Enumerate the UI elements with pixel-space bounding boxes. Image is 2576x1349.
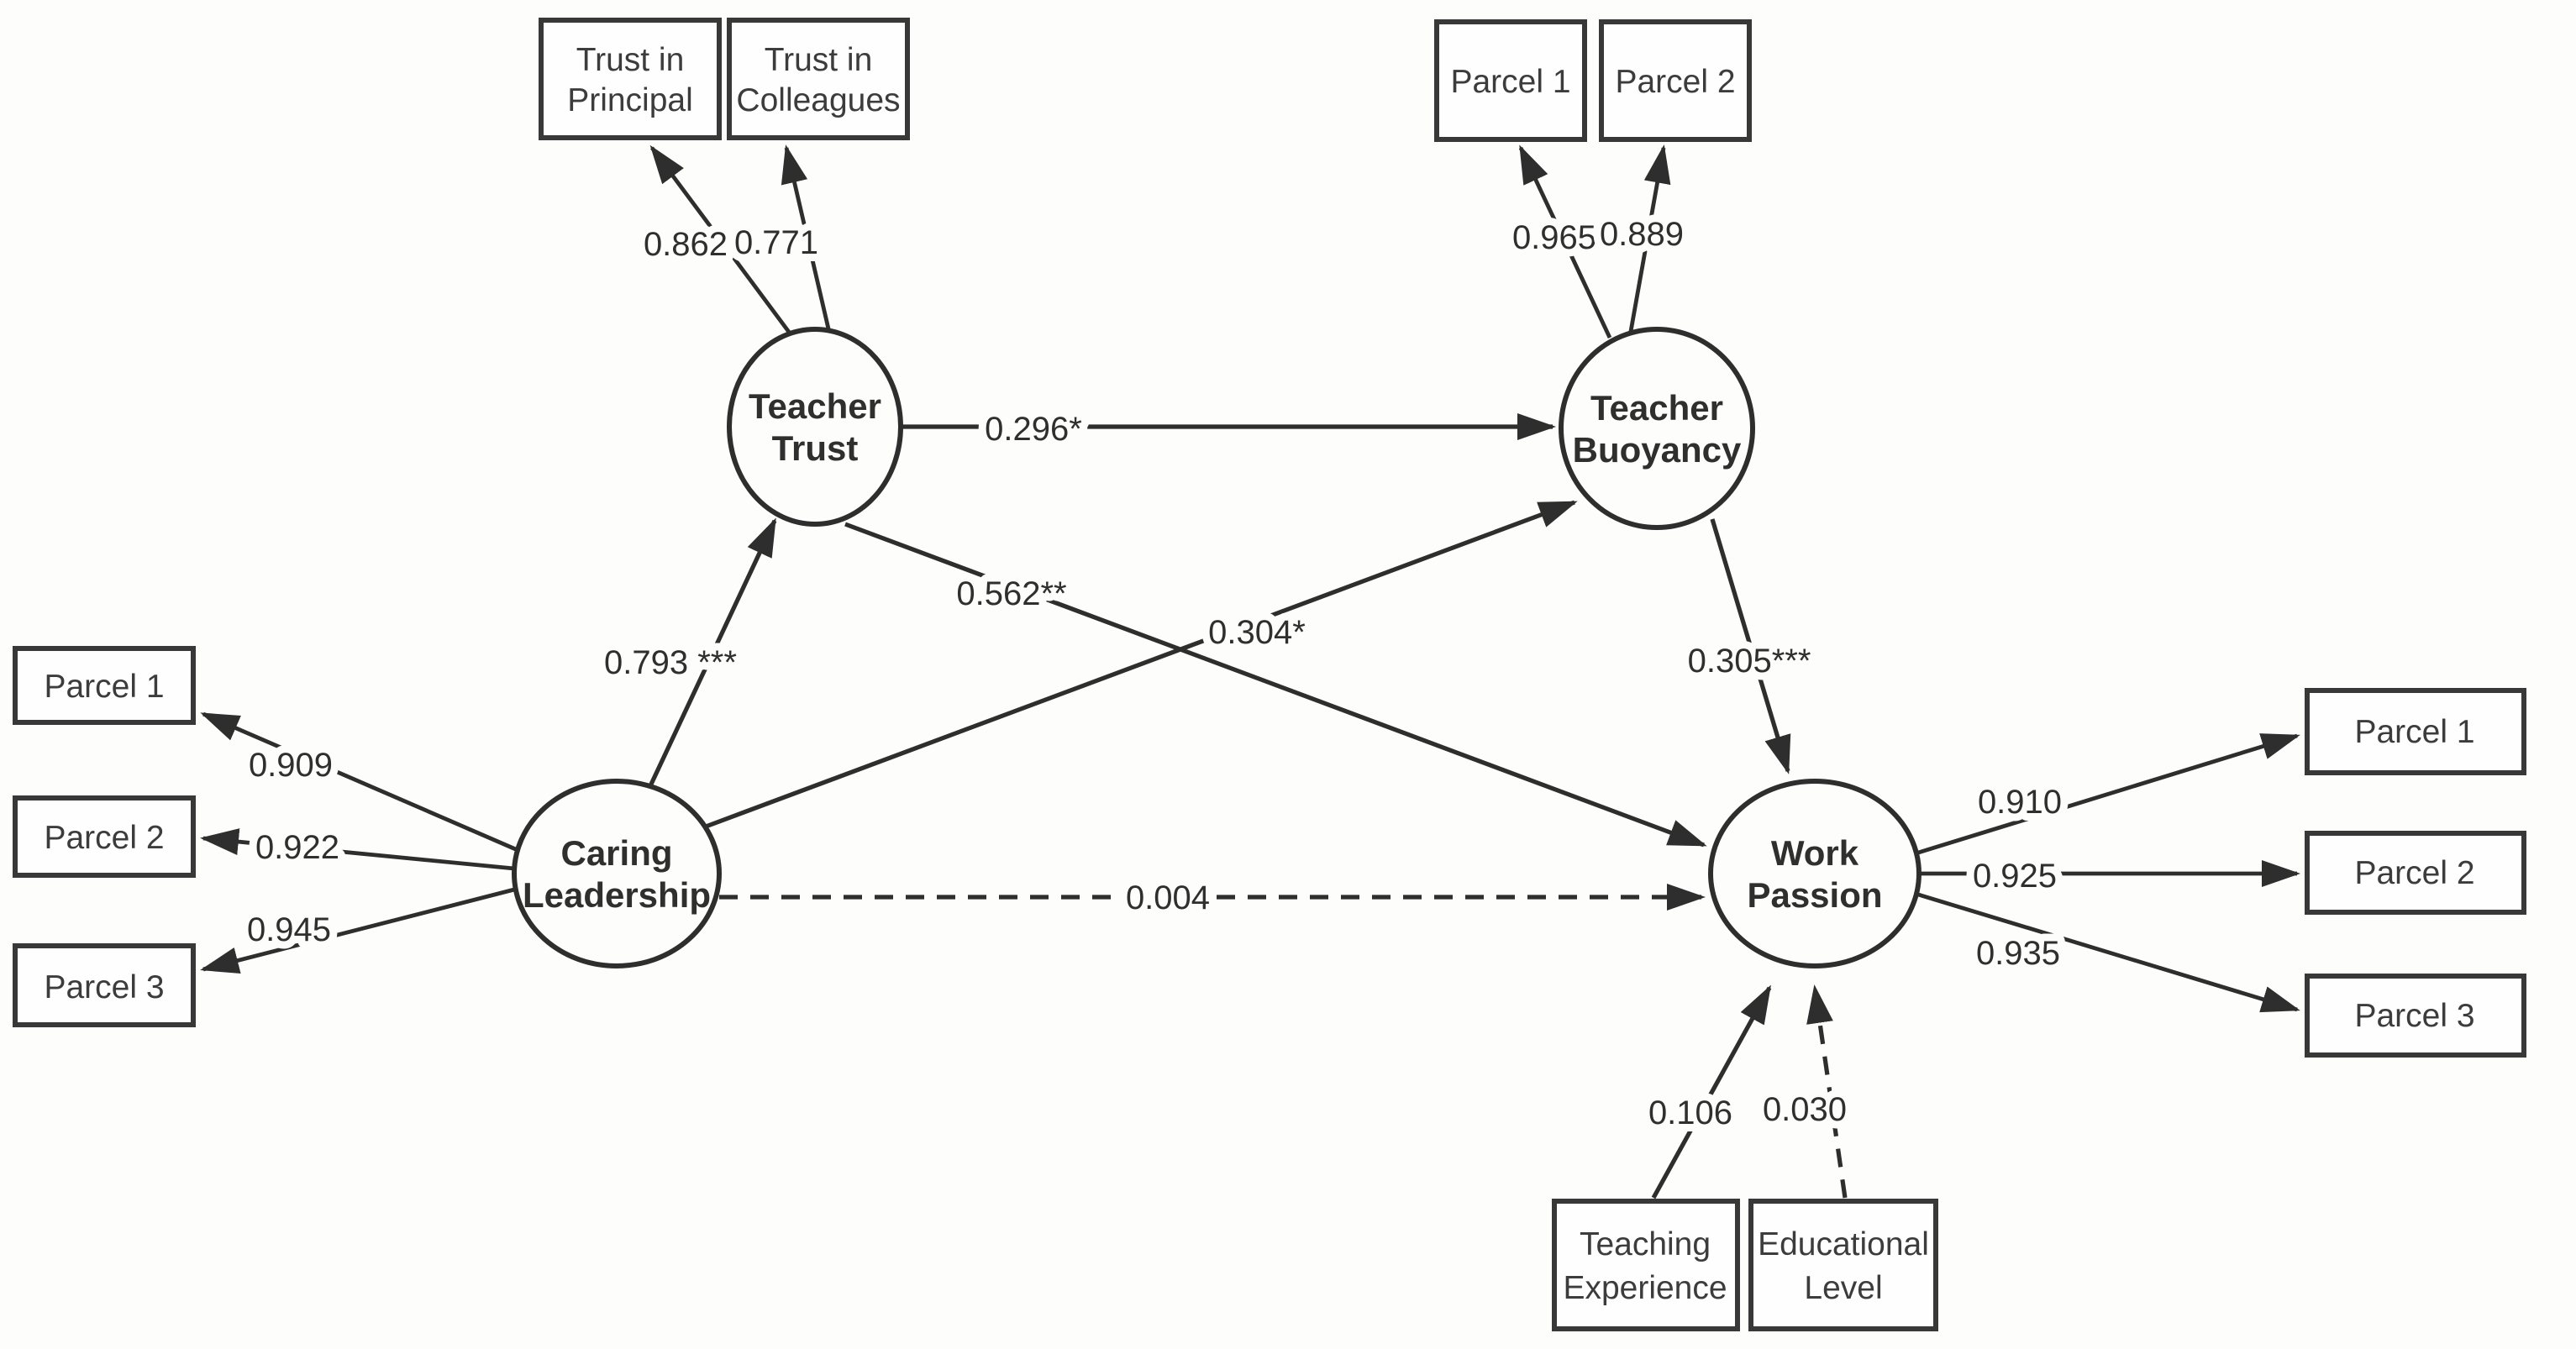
- arrow-caring-leadership-to-teacher-buoyancy: [705, 500, 1578, 829]
- latent-teacher-trust-label-line2: Trust: [772, 428, 859, 468]
- arrow-teaching-experience-to-work-passion: [1651, 984, 1772, 1199]
- observed-wp-parcel3: [2305, 974, 2526, 1058]
- arrow-teacher-trust-to-work-passion: [844, 522, 1707, 848]
- observed-cl-parcel1-label: Parcel 1: [44, 669, 164, 705]
- arrow-educational-level-to-work-passion-dashed: [1806, 984, 1848, 1199]
- observed-teaching-experience-line2: Experience: [1563, 1270, 1727, 1306]
- structural-paths: [646, 413, 1848, 1199]
- latent-work-passion-label-line2: Passion: [1747, 875, 1882, 915]
- latent-teacher-trust-label-line1: Teacher: [749, 386, 881, 426]
- observed-cl-parcel2: [13, 795, 196, 878]
- path-value-tb-to-wp: 0.305***: [1688, 643, 1811, 680]
- observed-educational-level-line1: Educational: [1758, 1226, 1929, 1262]
- latent-variables: Teacher Trust Teacher Buoyancy Caring Le…: [512, 327, 1921, 968]
- loading-arrows: [200, 144, 2300, 1013]
- observed-cl-parcel2-label: Parcel 2: [44, 820, 164, 856]
- loading-arrow-tb-parcel2: [1627, 144, 1671, 337]
- observed-tb-parcel1: [1434, 19, 1587, 142]
- observed-teaching-experience: [1552, 1199, 1740, 1331]
- loading-arrow-tb-parcel1: [1518, 144, 1612, 339]
- loading-value-wp-parcel2: 0.925: [1973, 858, 2057, 895]
- observed-trust-in-colleagues-line2: Colleagues: [736, 82, 900, 118]
- loading-value-cl-parcel3: 0.945: [247, 911, 331, 948]
- path-labels: 0.296* 0.793 *** 0.562** 0.304* 0.305***…: [597, 403, 1854, 1139]
- observed-trust-in-principal-line2: Principal: [567, 82, 693, 118]
- loading-value-cl-parcel2: 0.922: [255, 829, 339, 866]
- latent-teacher-buoyancy-label-line1: Teacher: [1590, 388, 1723, 428]
- observed-trust-in-colleagues-line1: Trust in: [765, 42, 873, 78]
- observed-educational-level-line2: Level: [1804, 1270, 1882, 1306]
- observed-wp-parcel2-label: Parcel 2: [2354, 855, 2474, 891]
- latent-teacher-buoyancy: [1559, 327, 1755, 530]
- loading-arrow-cl-parcel3: [200, 886, 518, 974]
- observed-tb-parcel2: [1599, 19, 1752, 142]
- observed-tb-parcel2-label: Parcel 2: [1615, 64, 1735, 100]
- observed-wp-parcel2: [2305, 831, 2526, 915]
- observed-teaching-experience-line1: Teaching: [1580, 1226, 1711, 1262]
- loading-arrow-cl-parcel2: [200, 828, 515, 871]
- observed-trust-in-colleagues: [727, 18, 910, 140]
- loading-value-wp-parcel1: 0.910: [1978, 784, 2062, 821]
- loading-labels: 0.862 0.771 0.965 0.889 0.909 0.922 0.94…: [239, 208, 2069, 979]
- latent-teacher-buoyancy-label-line2: Buoyancy: [1573, 430, 1742, 470]
- loading-value-trust-in-principal: 0.862: [644, 226, 728, 263]
- observed-trust-in-principal-line1: Trust in: [576, 42, 685, 78]
- observed-cl-parcel3: [13, 943, 196, 1027]
- path-value-teaching-experience-to-wp: 0.106: [1648, 1094, 1732, 1131]
- arrow-teacher-buoyancy-to-work-passion: [1710, 518, 1791, 774]
- latent-work-passion: [1708, 779, 1921, 968]
- loading-arrow-trust-in-colleagues: [781, 144, 833, 337]
- latent-caring-leadership: [512, 779, 722, 968]
- path-value-cl-to-wp: 0.004: [1126, 879, 1210, 916]
- observed-wp-parcel1: [2305, 688, 2526, 775]
- latent-caring-leadership-label-line1: Caring: [560, 833, 672, 873]
- loading-arrow-trust-in-principal: [649, 144, 795, 339]
- observed-wp-parcel1-label: Parcel 1: [2354, 714, 2474, 750]
- loading-value-tb-parcel1: 0.965: [1512, 219, 1596, 256]
- path-value-tt-to-wp: 0.562**: [956, 575, 1066, 612]
- observed-tb-parcel1-label: Parcel 1: [1450, 64, 1570, 100]
- latent-teacher-trust: [727, 327, 903, 527]
- path-value-cl-to-tb: 0.304*: [1208, 614, 1306, 651]
- observed-trust-in-principal: [539, 18, 722, 140]
- observed-cl-parcel3-label: Parcel 3: [44, 969, 164, 1005]
- loading-arrow-cl-parcel1: [200, 711, 518, 853]
- path-value-educational-level-to-wp: 0.030: [1763, 1091, 1847, 1128]
- loading-value-tb-parcel2: 0.889: [1600, 216, 1684, 253]
- loading-value-wp-parcel3: 0.935: [1976, 935, 2060, 972]
- observed-variables: Trust in Principal Trust in Colleagues P…: [13, 18, 2526, 1331]
- arrow-caring-leadership-to-teacher-trust: [646, 517, 777, 791]
- observed-cl-parcel1: [13, 646, 196, 725]
- loading-value-cl-parcel1: 0.909: [249, 747, 333, 784]
- latent-caring-leadership-label-line2: Leadership: [523, 875, 711, 915]
- loading-arrow-wp-parcel1: [1915, 733, 2300, 856]
- path-value-cl-to-tt: 0.793 ***: [604, 644, 737, 681]
- loading-value-trust-in-colleagues: 0.771: [734, 224, 818, 261]
- observed-wp-parcel3-label: Parcel 3: [2354, 998, 2474, 1034]
- observed-educational-level: [1748, 1199, 1938, 1331]
- loading-arrow-wp-parcel3: [1915, 891, 2300, 1013]
- latent-work-passion-label-line1: Work: [1771, 833, 1859, 873]
- path-value-tt-to-tb: 0.296*: [985, 411, 1082, 448]
